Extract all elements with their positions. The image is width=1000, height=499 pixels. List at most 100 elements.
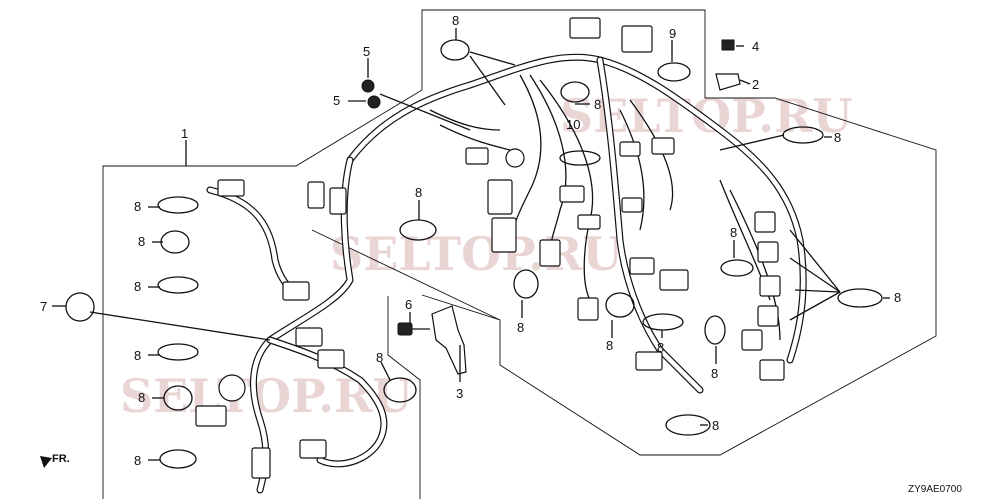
leader-lines (52, 28, 890, 461)
connector-top-b (621, 25, 653, 53)
callout-5-lower: 5 (333, 93, 340, 108)
clip-band (559, 150, 601, 166)
connector-center-a (465, 147, 489, 165)
callout-1: 1 (181, 126, 188, 141)
callout-4: 4 (752, 39, 759, 54)
callout-8: 8 (138, 234, 145, 249)
connector-lower-left-d (299, 439, 327, 459)
callouts: 1 2 3 4 5 5 6 7 9 10 8 8 8 8 8 8 8 8 8 8… (40, 13, 901, 468)
callout-8: 8 (134, 348, 141, 363)
direction-label: FR. (52, 453, 70, 465)
callout-7: 7 (40, 299, 47, 314)
connector-far-right-e (741, 329, 763, 351)
clip-band-7 (65, 292, 95, 322)
connector-center-d (577, 214, 601, 230)
callout-5-upper: 5 (363, 44, 370, 59)
connector-upper-left-b (329, 187, 347, 215)
connector-left-mid (282, 281, 310, 301)
bracket-part-3 (431, 305, 467, 375)
callout-8: 8 (606, 338, 613, 353)
callout-8: 8 (657, 340, 664, 355)
connector-lower-left-c (195, 405, 227, 427)
connector-center-b (539, 239, 561, 267)
stay-part-2 (715, 73, 741, 91)
clip-band (665, 414, 711, 436)
clip-band (383, 377, 417, 403)
callout-8: 8 (517, 320, 524, 335)
clip-band (157, 276, 199, 294)
callout-8: 8 (711, 366, 718, 381)
band-clips (65, 39, 883, 469)
callout-3: 3 (456, 386, 463, 401)
clip-band (560, 81, 590, 103)
watermark-middle: SELTOP.RU (330, 227, 623, 281)
callout-8: 8 (415, 185, 422, 200)
callout-8: 8 (134, 199, 141, 214)
clip-band (157, 196, 199, 214)
callout-8: 8 (894, 290, 901, 305)
connector-far-right-b (757, 241, 779, 263)
drawing-code: ZY9AE0700 (908, 484, 962, 495)
clip-band (399, 219, 437, 241)
connector-right-e (659, 269, 689, 291)
sensor-round (505, 148, 525, 168)
callout-8: 8 (730, 225, 737, 240)
bolts (361, 39, 741, 131)
watermarks: SELTOP.RU SELTOP.RU SELTOP.RU (120, 89, 853, 423)
clip-band (704, 315, 726, 345)
main-harness (206, 53, 807, 494)
clip-band (157, 343, 199, 361)
bolt-part-6 (397, 322, 413, 336)
bolt-part-5a (361, 79, 375, 93)
connector-bottom-a (635, 351, 663, 371)
connector-right-f (577, 297, 599, 321)
connector-far-right-f (759, 359, 785, 381)
clip-band (513, 269, 539, 299)
callout-8: 8 (452, 13, 459, 28)
callout-6: 6 (405, 297, 412, 312)
callout-8: 8 (376, 350, 383, 365)
callout-8: 8 (134, 279, 141, 294)
connector-right-d (629, 257, 655, 275)
clip-band (642, 313, 684, 331)
bolt-part-5b (367, 95, 381, 109)
callout-2: 2 (752, 77, 759, 92)
bolt-part-4 (721, 39, 735, 51)
watermark-bottom: SELTOP.RU (120, 369, 413, 423)
connector-top-a (569, 17, 601, 39)
connector-upper-left-a (307, 181, 325, 209)
callout-8: 8 (134, 453, 141, 468)
clip-band (720, 259, 754, 277)
connectors (195, 17, 785, 479)
callout-8: 8 (594, 97, 601, 112)
connector-lower-left-b (317, 349, 345, 369)
connector-center-c (559, 185, 585, 203)
connector-right-a (619, 141, 641, 157)
connector-far-right-d (757, 305, 779, 327)
connector-lower-left-a (295, 327, 323, 347)
clip-band (837, 288, 883, 308)
direction-indicator: FR. (14, 453, 70, 478)
connector-right-c (621, 197, 643, 213)
clip-band (160, 230, 190, 254)
connector-multi-a (487, 179, 513, 215)
connector-multi-b (491, 217, 517, 253)
callout-8: 8 (138, 390, 145, 405)
clip-band-9 (657, 62, 691, 82)
callout-8: 8 (834, 130, 841, 145)
connector-far-right-c (759, 275, 781, 297)
grommet (218, 374, 246, 402)
connector-left-top (217, 179, 245, 197)
connector-right-b (651, 137, 675, 155)
connector-lower-left-e (251, 447, 271, 479)
front-arrow-icon (14, 456, 52, 478)
callout-10: 10 (566, 117, 580, 132)
clip-band (605, 292, 635, 318)
callout-9: 9 (669, 26, 676, 41)
bracket-assembly (397, 305, 467, 375)
clip-band (440, 39, 470, 61)
connector-far-right-a (754, 211, 776, 233)
callout-8: 8 (712, 418, 719, 433)
clip-band (159, 449, 197, 469)
